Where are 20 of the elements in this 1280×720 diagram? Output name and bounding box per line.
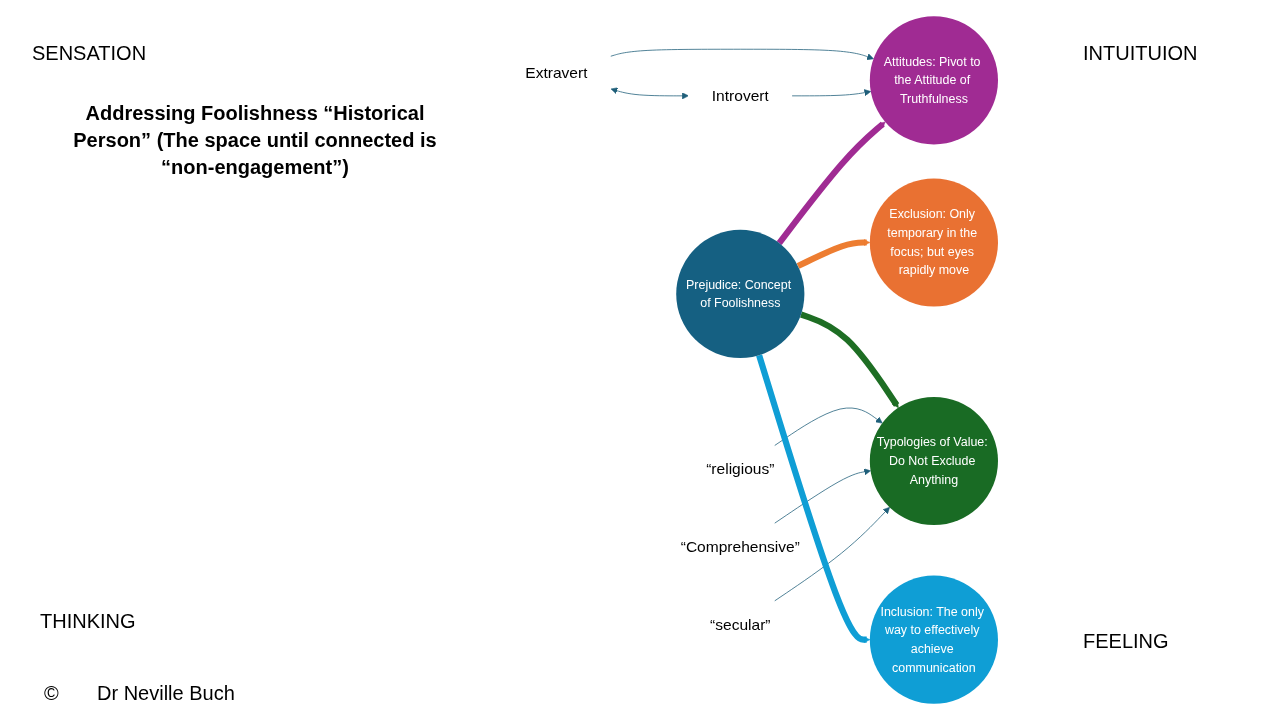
node-circle: Prejudice: Concept of Foolishness: [676, 229, 805, 359]
node-text: “religious”: [706, 460, 775, 478]
node-text: “Comprehensive”: [680, 537, 800, 556]
author-name: Dr Neville Buch: [97, 682, 235, 705]
copyright-sign: ©: [44, 682, 59, 705]
quadrant-label: SENSATION: [32, 42, 147, 65]
heading: Addressing Foolishness “Historical Person” (The space until connected is “non-engagement”): [72, 101, 438, 180]
node-text: “secular”: [710, 615, 771, 633]
quadrant-label: THINKING: [40, 610, 136, 633]
node-circle: Inclusion: The only way to effectively achieve communication: [869, 575, 998, 704]
node-circle: Exclusion: Only temporary in the focus; but eyes rapidly move: [869, 178, 998, 307]
node-circle: Typologies of Value: Do Not Exclude Anything: [869, 396, 998, 526]
arrow: [800, 311, 900, 408]
arrow: [796, 239, 871, 269]
quadrant-label: INTUITUION: [1083, 42, 1198, 65]
node-text: Introvert: [711, 87, 769, 105]
quadrant-label: FEELING: [1083, 630, 1169, 653]
node-text: Extravert: [525, 64, 588, 82]
arrow: [776, 121, 886, 245]
node-circle: Attitudes: Pivot to the Attitude of Truthfulness: [869, 16, 998, 145]
